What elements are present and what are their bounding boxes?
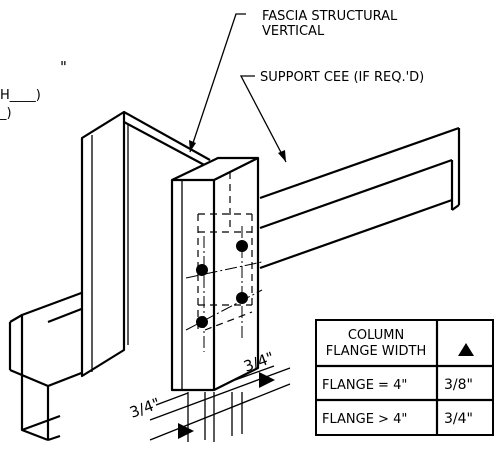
table-header-line1: COLUMN bbox=[348, 328, 404, 343]
weld-arrow-right-icon bbox=[259, 372, 275, 388]
cropped-note-line1: H____) bbox=[0, 88, 41, 103]
bolt-pattern bbox=[185, 226, 263, 352]
bolt-lower-right bbox=[236, 292, 248, 304]
bolt-upper-left bbox=[196, 264, 208, 276]
table-row-1-condition: FLANGE = 4" bbox=[322, 378, 407, 393]
cropped-note-quote: " bbox=[60, 58, 67, 76]
flange-width-table bbox=[315, 319, 494, 436]
cropped-note-line2: _) bbox=[0, 106, 12, 121]
table-row-2-condition: FLANGE > 4" bbox=[322, 412, 407, 427]
table-row-1-value: 3/8" bbox=[444, 377, 473, 393]
table-header-line2: FLANGE WIDTH bbox=[326, 344, 426, 359]
column-back-flange bbox=[80, 110, 211, 378]
fascia-label-line2: VERTICAL bbox=[262, 24, 325, 39]
table-row-2-value: 3/4" bbox=[444, 411, 473, 427]
fascia-plate bbox=[170, 156, 260, 392]
fascia-label-line1: FASCIA STRUCTURAL bbox=[262, 9, 398, 24]
bolt-upper-right bbox=[236, 240, 248, 252]
bolt-lower-left bbox=[196, 316, 208, 328]
triangle-weld-symbol-icon bbox=[458, 343, 474, 356]
weld-arrow-left-icon bbox=[178, 423, 194, 439]
support-cee-label: SUPPORT CEE (IF REQ.'D) bbox=[260, 70, 424, 85]
callout-leaders bbox=[189, 13, 287, 163]
support-cee-beam bbox=[8, 126, 461, 442]
